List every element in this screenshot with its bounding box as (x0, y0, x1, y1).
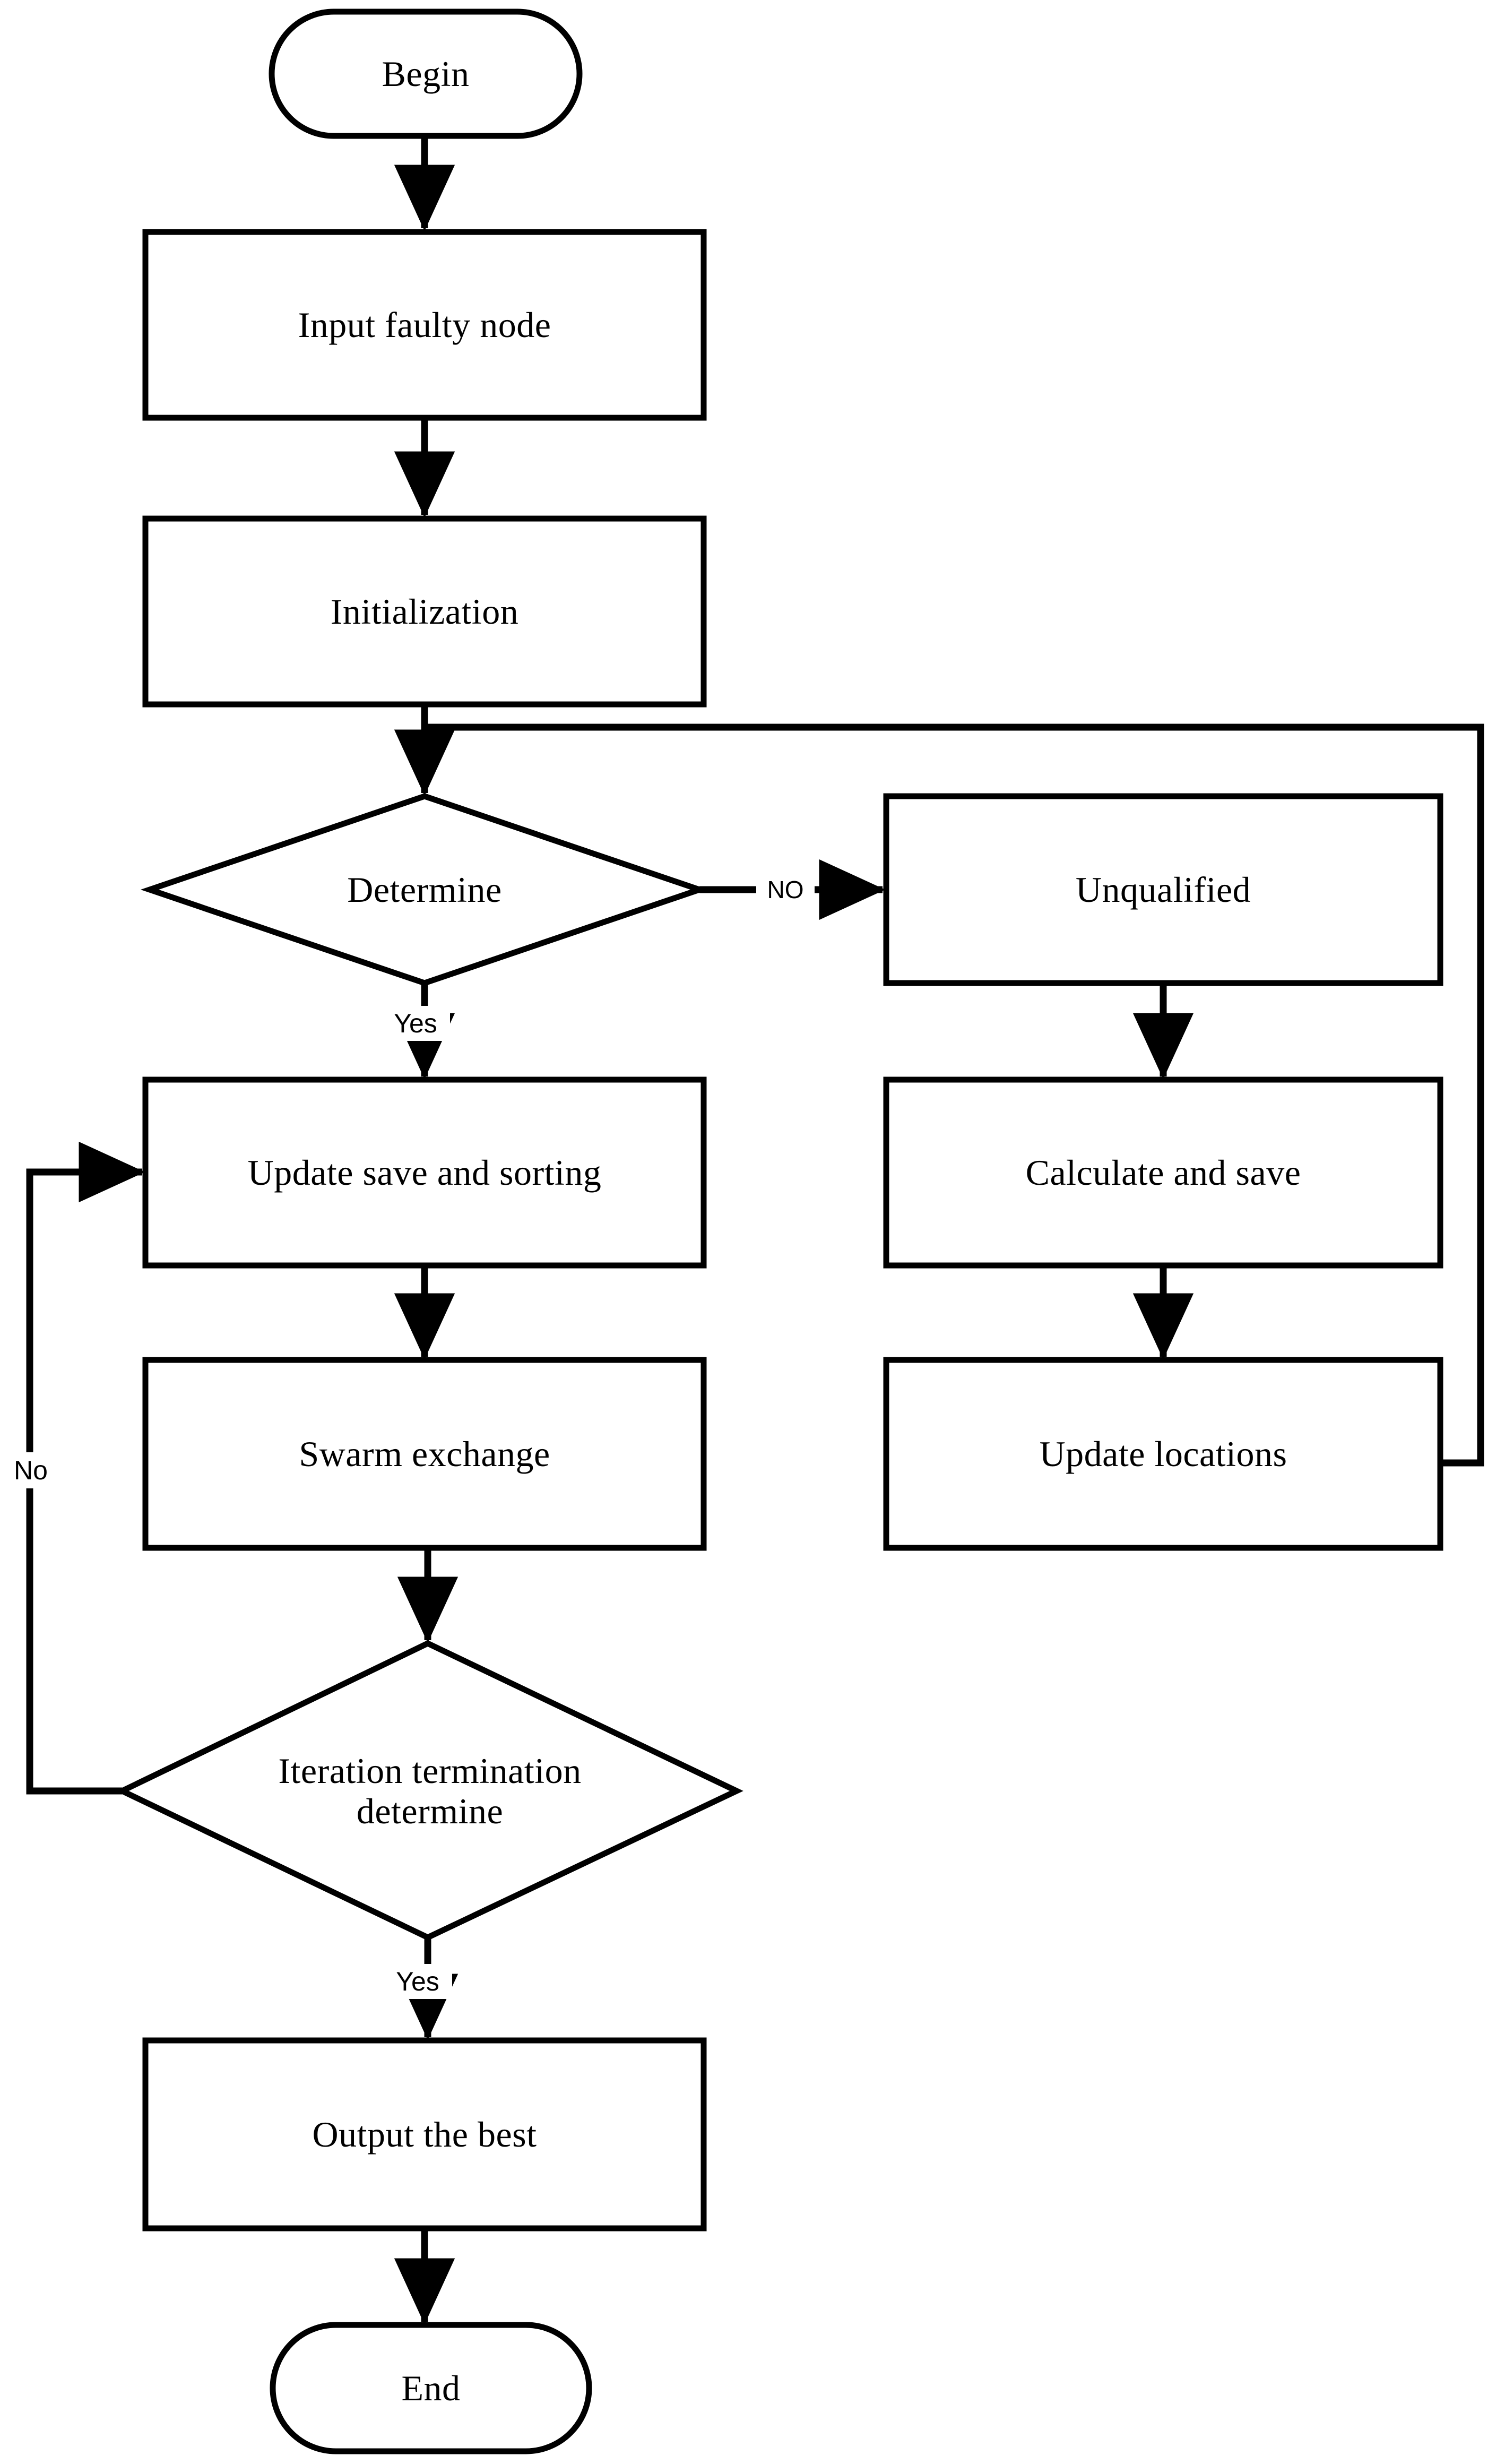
node-shape-unqualified (883, 793, 1443, 986)
edge-label-determine-yes-text: Yes (394, 1009, 437, 1038)
node-shape-end (270, 2322, 592, 2454)
edge-label-iter-no-text: No (14, 1455, 48, 1485)
edge-label-determine-no-text: NO (767, 876, 804, 903)
edge-update-loc-feedback-to-determine (425, 723, 1484, 1467)
node-shape-output-best (142, 2037, 707, 2232)
edge-label-iter-yes: Yes (383, 1964, 452, 1999)
node-shape-swarm (142, 1357, 707, 1551)
node-shape-init (142, 515, 707, 708)
edge-label-iter-no: No (4, 1452, 57, 1488)
node-shape-begin (269, 8, 583, 139)
edge-label-determine-no: NO (756, 872, 815, 907)
node-shape-determine (140, 793, 709, 986)
node-shape-calc-save (883, 1076, 1443, 1269)
node-shape-iter-term (115, 1640, 743, 1941)
node-shape-input (142, 229, 707, 421)
edge-label-iter-yes-text: Yes (396, 1967, 439, 1996)
node-shape-update-loc (883, 1357, 1443, 1551)
edge-label-determine-yes: Yes (381, 1006, 450, 1041)
node-shape-update-sort (142, 1076, 707, 1269)
